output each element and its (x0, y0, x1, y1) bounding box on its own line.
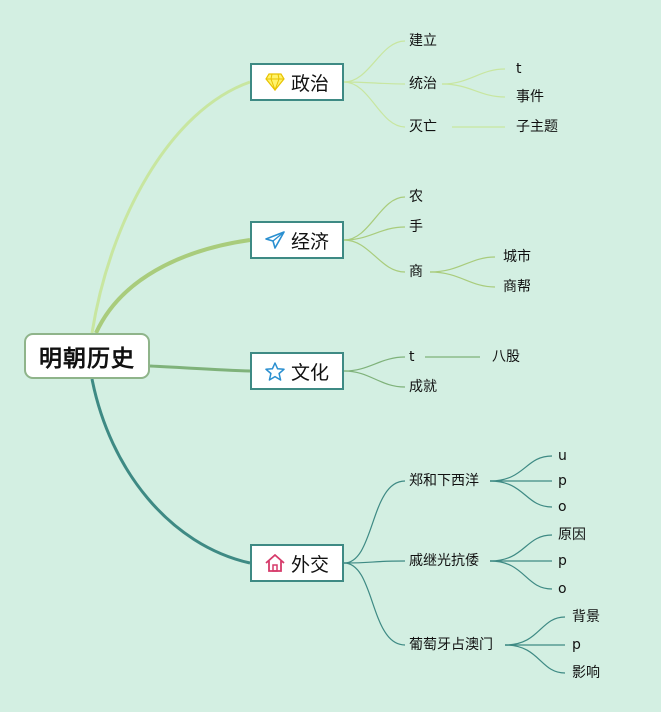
topic-node[interactable]: t (409, 349, 415, 365)
connectors-diplomacy (343, 455, 566, 674)
subtopic-node[interactable]: 商帮 (503, 279, 531, 295)
connectors-culture (343, 356, 480, 388)
branch-diplomacy[interactable]: 外交 (250, 544, 344, 582)
topic-node[interactable]: 灭亡 (409, 119, 437, 135)
connectors-economy (343, 196, 496, 288)
star-icon (265, 361, 285, 381)
connector-root-politics (90, 80, 251, 334)
subtopic-node[interactable]: 原因 (558, 527, 586, 543)
subtopic-node[interactable]: p (572, 637, 581, 653)
connector-root-culture (149, 364, 251, 373)
subtopic-node[interactable]: 子主题 (516, 119, 558, 135)
paper-plane-icon (265, 231, 285, 249)
subtopic-node[interactable]: u (558, 448, 567, 464)
topic-node[interactable]: 郑和下西洋 (409, 473, 479, 489)
topic-node[interactable]: 戚继光抗倭 (409, 553, 479, 569)
topic-node[interactable]: 手 (409, 219, 423, 235)
subtopic-node[interactable]: o (558, 499, 567, 515)
topic-node[interactable]: 成就 (409, 379, 437, 395)
subtopic-node[interactable]: 背景 (572, 609, 600, 625)
gem-icon (265, 73, 285, 91)
topic-node[interactable]: 葡萄牙占澳门 (409, 637, 493, 653)
subtopic-node[interactable]: p (558, 473, 567, 489)
topic-node[interactable]: 建立 (409, 33, 437, 49)
root-node[interactable]: 明朝历史 (24, 333, 150, 379)
branch-politics[interactable]: 政治 (250, 63, 344, 101)
topic-node[interactable]: 统治 (409, 76, 437, 92)
connector-root-economy (94, 238, 251, 334)
subtopic-node[interactable]: 城市 (503, 249, 531, 265)
subtopic-node[interactable]: p (558, 553, 567, 569)
subtopic-node[interactable]: o (558, 581, 567, 597)
branch-label: 外交 (290, 553, 329, 576)
topic-node[interactable]: 农 (409, 189, 423, 205)
subtopic-node[interactable]: 事件 (516, 89, 544, 105)
connectors-politics (343, 40, 506, 128)
subtopic-node[interactable]: 影响 (572, 665, 600, 681)
house-icon (265, 554, 285, 572)
subtopic-node[interactable]: 八股 (492, 349, 520, 365)
subtopic-node[interactable]: t (516, 61, 522, 77)
branch-economy[interactable]: 经济 (250, 221, 344, 259)
branch-label: 经济 (290, 230, 329, 253)
topic-node[interactable]: 商 (409, 264, 423, 280)
connector-root-diplomacy (90, 378, 251, 565)
branch-label: 文化 (290, 361, 329, 384)
branch-label: 政治 (290, 72, 329, 95)
branch-culture[interactable]: 文化 (250, 352, 344, 390)
